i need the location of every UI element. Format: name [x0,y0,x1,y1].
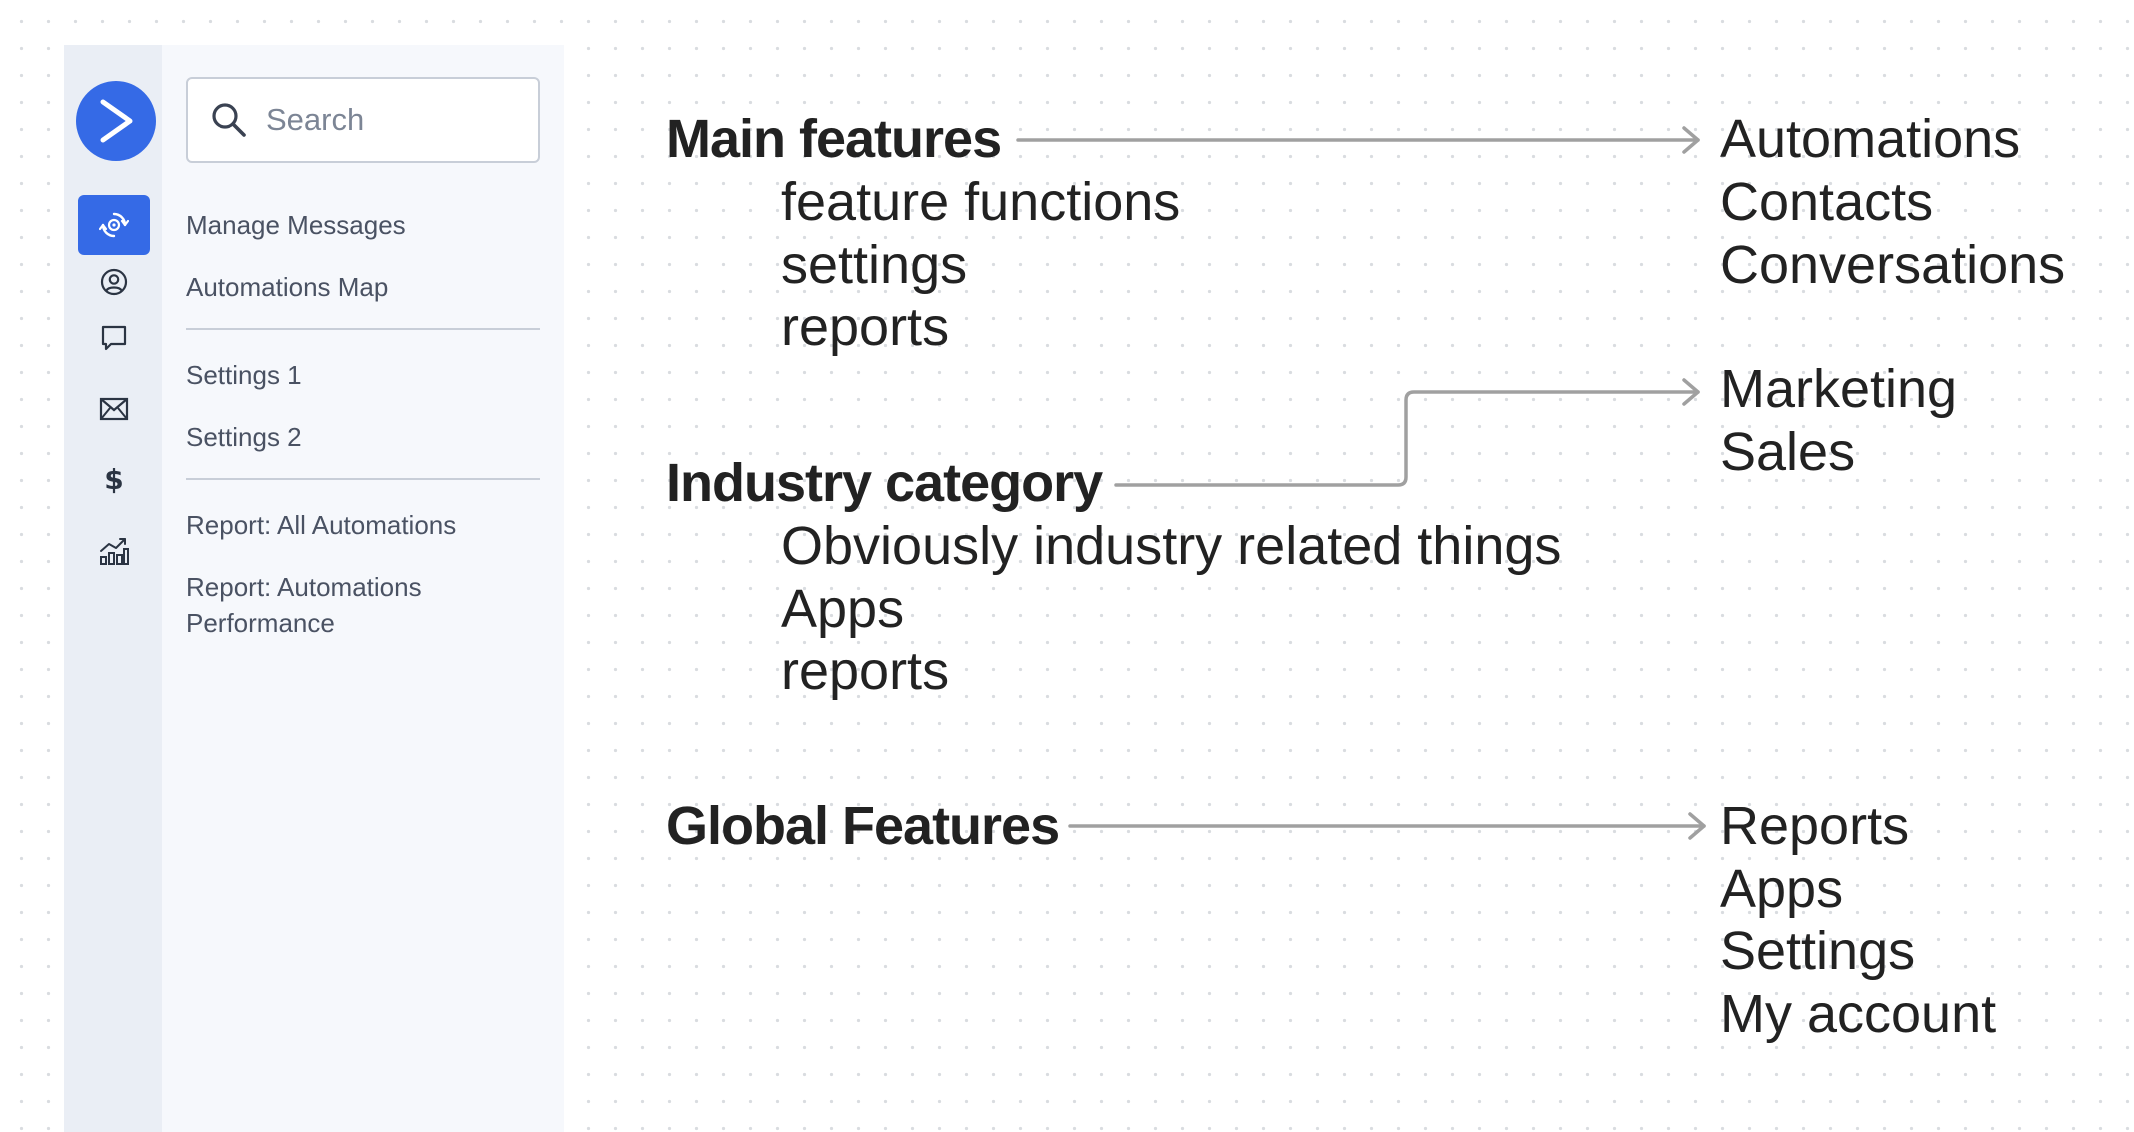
app-sidebar: $ Manage Messages Automations Map Settin… [64,45,564,1132]
icon-rail: $ [64,45,162,1132]
contacts-icon [100,268,128,296]
nav-divider [186,478,540,480]
main-features-item: settings [781,235,968,295]
activecampaign-chevron-icon [100,99,133,143]
sub-navigation-panel: Manage Messages Automations Map Settings… [162,45,564,1132]
nav-item-label-line: Report: Automations [186,572,422,602]
rail-conversations-button[interactable] [78,308,150,368]
nav-manage-messages[interactable]: Manage Messages [186,210,406,240]
nav-report-automations-performance[interactable]: Report: Automations Performance [186,569,536,641]
global-features-arrowhead [1688,812,1706,840]
main-features-target: Contacts [1720,172,1934,232]
industry-category-item: reports [781,641,950,701]
nav-report-all-automations[interactable]: Report: All Automations [186,510,457,540]
industry-category-target: Marketing [1720,359,1958,419]
global-features-target: Reports [1720,796,1910,856]
search-icon [212,103,246,137]
main-features-heading: Main features [666,109,1002,169]
reports-chart-icon [100,538,129,565]
industry-category-target: Sales [1720,422,1856,482]
activecampaign-logo-button[interactable] [76,81,156,161]
nav-divider [186,328,540,330]
industry-category-connector [1114,390,1700,487]
email-icon [99,397,129,421]
rail-email-button[interactable] [78,379,150,439]
nav-settings-2[interactable]: Settings 2 [186,422,302,452]
search-box[interactable] [186,77,540,163]
rail-automations-button[interactable] [78,195,150,255]
industry-category-item: Obviously industry related things [781,516,1562,576]
main-features-item: reports [781,297,950,357]
main-features-arrowhead [1682,126,1700,154]
global-features-target: Apps [1720,859,1844,919]
nav-automations-map[interactable]: Automations Map [186,272,389,302]
search-input[interactable] [264,101,528,139]
conversations-icon [101,325,127,351]
main-features-target: Automations [1720,109,2021,169]
industry-category-heading: Industry category [666,453,1103,513]
nav-settings-1[interactable]: Settings 1 [186,360,302,390]
rail-reports-button[interactable] [78,521,150,581]
dollar-icon: $ [104,463,124,496]
global-features-target: My account [1720,984,1997,1044]
global-features-target: Settings [1720,921,1916,981]
automation-gear-icon [99,212,129,238]
industry-category-arrowhead [1682,378,1700,406]
industry-category-item: Apps [781,579,905,639]
global-features-heading: Global Features [666,796,1060,856]
main-features-target: Conversations [1720,235,2066,295]
rail-deals-button[interactable]: $ [78,450,150,510]
main-features-item: feature functions [781,172,1181,232]
rail-contacts-button[interactable] [78,252,150,312]
nav-item-label-line: Performance [186,608,335,638]
